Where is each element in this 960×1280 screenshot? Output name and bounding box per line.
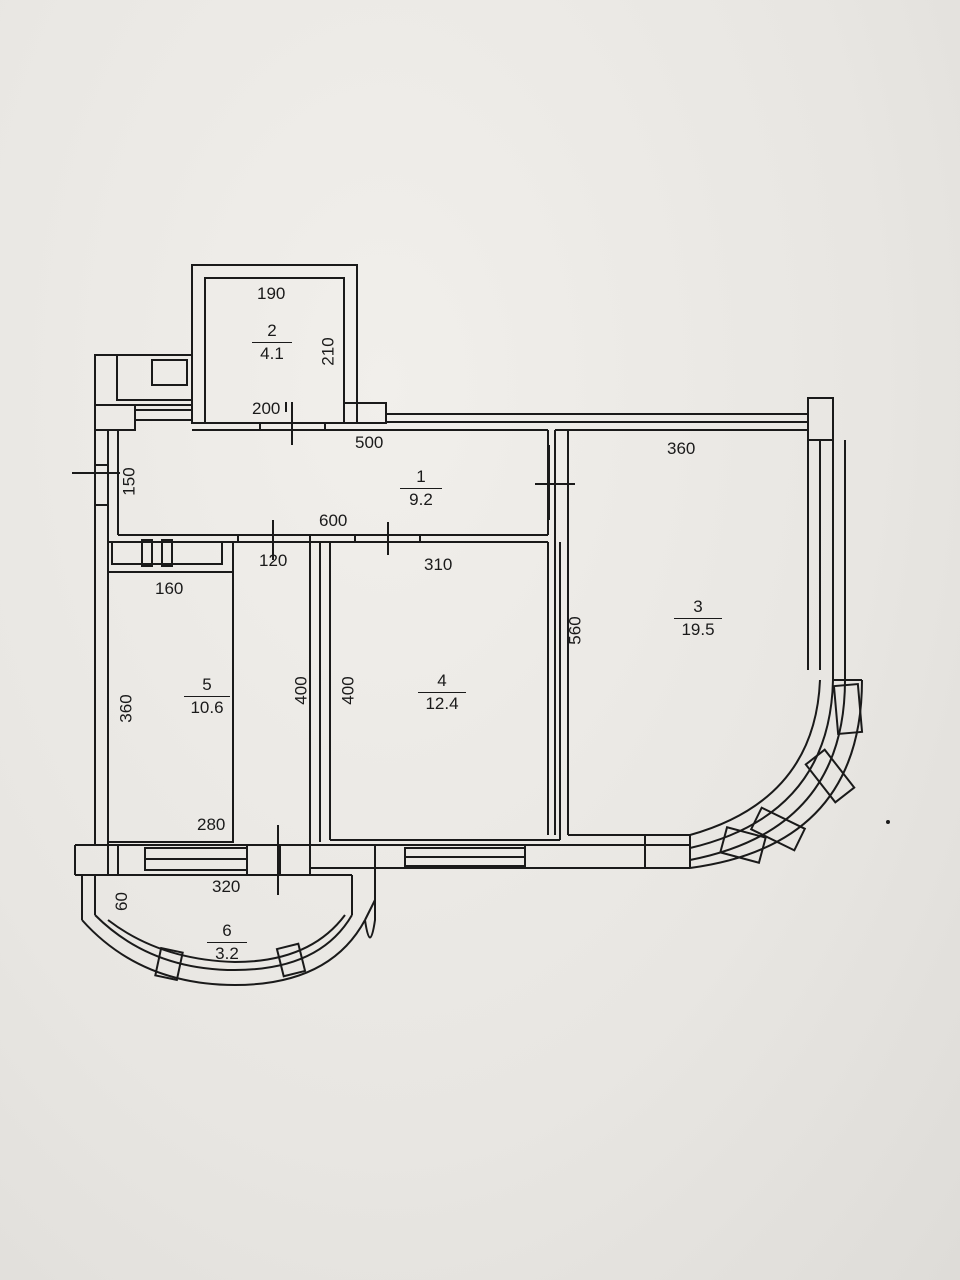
room-3-number: 3 [674, 598, 722, 619]
dimension-160: 160 [155, 579, 184, 598]
ink-dot [886, 820, 890, 824]
dimension-360-left: 360 [116, 694, 136, 723]
dimension-400-right: 400 [338, 676, 358, 705]
dimension-190: 190 [257, 284, 286, 303]
room-5-number: 5 [184, 676, 230, 697]
service-block [94, 354, 193, 431]
dimension-200: 200 [252, 399, 281, 418]
room-4-number: 4 [418, 672, 466, 693]
dimension-210: 210 [318, 337, 338, 366]
room-1-area: 9.2 [409, 490, 433, 509]
dimension-320: 320 [212, 877, 241, 896]
room-5-label: 5 10.6 [184, 676, 230, 716]
room-4-area: 12.4 [425, 694, 459, 713]
dimension-280: 280 [197, 815, 226, 834]
outer-walls [72, 397, 864, 987]
room-6-area: 3.2 [215, 944, 239, 963]
dimension-560: 560 [565, 616, 585, 645]
dimension-150: 150 [119, 467, 139, 496]
dimension-500: 500 [355, 433, 384, 452]
room-2-label: 2 4.1 [252, 322, 292, 362]
room-3-label: 3 19.5 [674, 598, 722, 638]
room-3-area: 19.5 [681, 620, 715, 639]
room-1-number: 1 [400, 468, 442, 489]
room-2-area: 4.1 [260, 344, 284, 363]
dimension-120: 120 [259, 551, 288, 570]
dimension-360-top: 360 [667, 439, 696, 458]
dimension-310: 310 [424, 555, 453, 574]
dimension-600: 600 [319, 511, 348, 530]
dimension-400-left: 400 [291, 676, 311, 705]
room-5-area: 10.6 [190, 698, 224, 717]
room-6-label: 6 3.2 [207, 922, 247, 962]
room-1-label: 1 9.2 [400, 468, 442, 508]
dimension-60: 60 [111, 892, 131, 911]
room-6-number: 6 [207, 922, 247, 943]
room-4-label: 4 12.4 [418, 672, 466, 712]
room-2-number: 2 [252, 322, 292, 343]
